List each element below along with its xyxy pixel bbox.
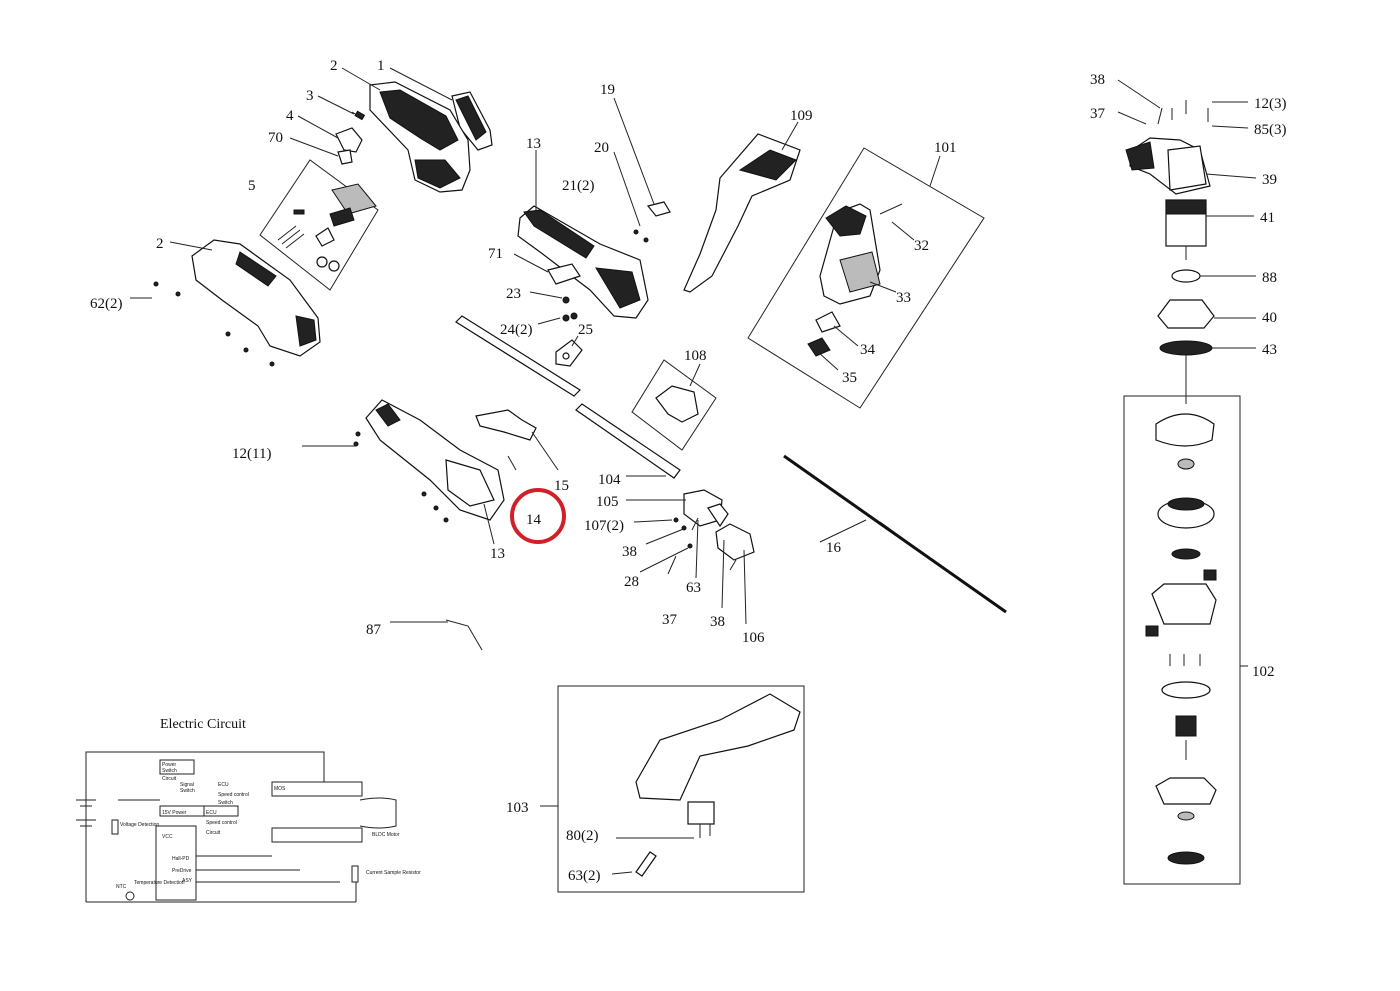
- circuit-ecu: ECU: [218, 782, 229, 788]
- label-63b: 63(2): [568, 868, 601, 884]
- label-1: 1: [377, 58, 385, 74]
- label-38b: 38: [710, 614, 725, 630]
- label-2: 2: [330, 58, 338, 74]
- label-108: 108: [684, 348, 707, 364]
- label-33: 33: [896, 290, 911, 306]
- label-87: 87: [366, 622, 382, 638]
- label-70: 70: [268, 130, 283, 146]
- circuit-predriver: PreDrive: [172, 868, 192, 874]
- label-3: 3: [306, 88, 314, 104]
- circuit-mos: MOS: [274, 786, 286, 792]
- highlight-circle: [510, 488, 566, 544]
- box-108: [631, 359, 717, 451]
- label-40: 40: [1262, 310, 1277, 326]
- leader-lines: [130, 67, 1257, 875]
- part-104-plate: [455, 315, 581, 397]
- label-32: 32: [914, 238, 929, 254]
- label-12-11: 12(11): [232, 446, 271, 462]
- label-23: 23: [506, 286, 521, 302]
- label-85: 85(3): [1254, 122, 1287, 138]
- circuit-speed: Speed control: [218, 792, 249, 798]
- part-labels: 1 2 3 4 70 5 2 62(2) 13 71 23 24(2) 25 1…: [90, 58, 1287, 884]
- label-2b: 2: [156, 236, 164, 252]
- circuit-voltage: Voltage Detection: [120, 822, 159, 828]
- label-41: 41: [1260, 210, 1275, 226]
- circuit-circuit-a: Circuit: [162, 776, 177, 782]
- label-109: 109: [790, 108, 813, 124]
- label-38a: 38: [622, 544, 637, 560]
- circuit-switch-c: Switch: [218, 800, 233, 806]
- circuit-vcc: VCC: [162, 834, 173, 840]
- label-14: 14: [526, 512, 542, 528]
- circuit-circuit3: Circuit: [206, 830, 221, 836]
- label-5: 5: [248, 178, 256, 194]
- circuit-ecu2: ECU: [206, 810, 217, 816]
- box-103: [557, 685, 805, 893]
- label-105: 105: [596, 494, 619, 510]
- label-24: 24(2): [500, 322, 533, 338]
- label-16: 16: [826, 540, 842, 556]
- circuit-ntc: NTC: [116, 884, 127, 890]
- label-101: 101: [934, 140, 957, 156]
- label-20: 20: [594, 140, 609, 156]
- label-4: 4: [286, 108, 294, 124]
- circuit-speed2: Speed control: [206, 820, 237, 826]
- circuit-current: Current Sample Resistor: [366, 870, 421, 876]
- label-102: 102: [1252, 664, 1275, 680]
- label-15: 15: [554, 478, 569, 494]
- label-34: 34: [860, 342, 876, 358]
- label-21: 21(2): [562, 178, 595, 194]
- circuit-15v: 15V Power: [162, 810, 187, 816]
- label-13b: 13: [490, 546, 505, 562]
- circuit-asy: ASY: [182, 878, 193, 884]
- label-35: 35: [842, 370, 857, 386]
- label-88: 88: [1262, 270, 1277, 286]
- spool-assembly: [1123, 100, 1241, 885]
- label-63a: 63: [686, 580, 701, 596]
- label-103: 103: [506, 800, 529, 816]
- label-43: 43: [1262, 342, 1277, 358]
- label-37a: 37: [662, 612, 678, 628]
- handle-assembly: [153, 81, 493, 367]
- circuit-switch-a: Switch: [162, 768, 177, 774]
- label-13a: 13: [526, 136, 541, 152]
- label-19: 19: [600, 82, 615, 98]
- label-25: 25: [578, 322, 593, 338]
- label-28: 28: [624, 574, 639, 590]
- circuit-title: Electric Circuit: [160, 717, 246, 732]
- circuit-temp: Temperature Detection: [134, 880, 185, 886]
- label-62: 62(2): [90, 296, 123, 312]
- label-106: 106: [742, 630, 765, 646]
- box-101: [747, 147, 985, 409]
- label-71: 71: [488, 246, 503, 262]
- electric-circuit: [76, 751, 397, 903]
- circuit-bldc: BLDC Motor: [372, 832, 400, 838]
- circuit-signal: Signal: [180, 782, 194, 788]
- label-80: 80(2): [566, 828, 599, 844]
- label-104: 104: [598, 472, 621, 488]
- label-12-3: 12(3): [1254, 96, 1287, 112]
- circuit-labels: Electric Circuit Power Switch Circuit Si…: [116, 717, 421, 890]
- label-37b: 37: [1090, 106, 1106, 122]
- part-2-lower-body: [191, 239, 321, 357]
- circuit-switch-b: Switch: [180, 788, 195, 794]
- part-109-shield: [683, 133, 801, 293]
- label-39: 39: [1262, 172, 1277, 188]
- label-38c: 38: [1090, 72, 1105, 88]
- circuit-power: Power: [162, 762, 177, 768]
- label-107: 107(2): [584, 518, 624, 534]
- center-parts: [353, 201, 1007, 651]
- circuit-hall: Hall-PD: [172, 856, 190, 862]
